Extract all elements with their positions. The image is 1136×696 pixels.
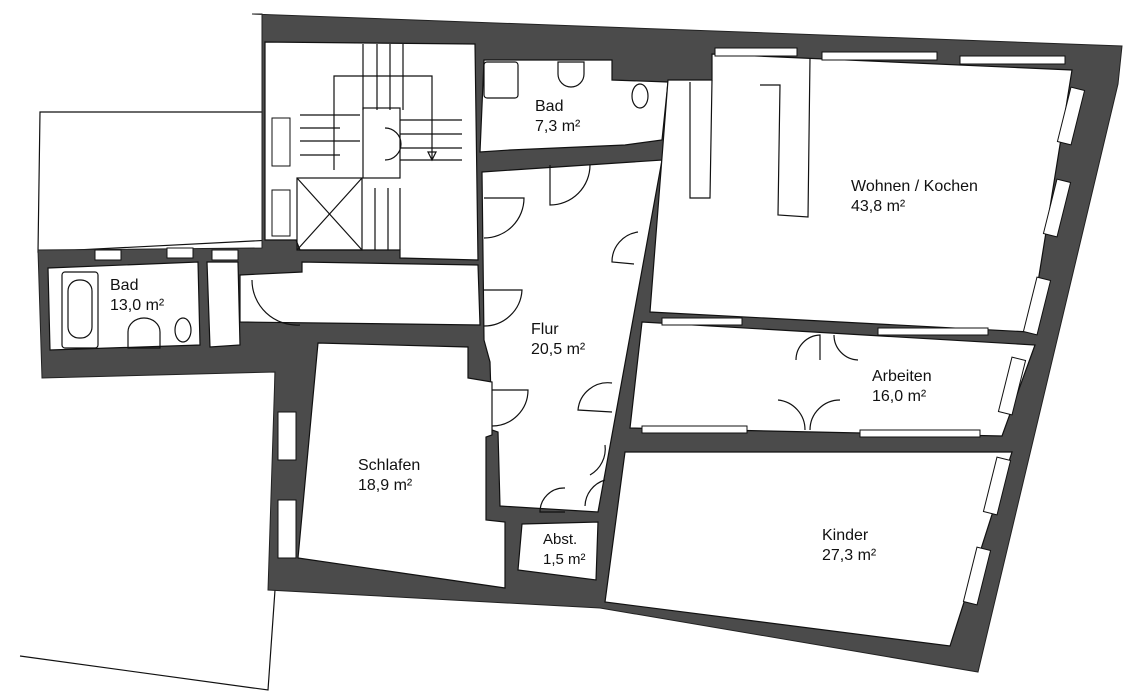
- doors: [251, 164, 859, 513]
- room-label-arbeiten: Arbeiten 16,0 m²: [872, 367, 932, 407]
- room-name: Wohnen / Kochen: [851, 178, 978, 195]
- terrace-outline: [37, 111, 273, 253]
- room-area: 20,5 m²: [531, 341, 586, 358]
- room-area: 7,3 m²: [535, 118, 581, 135]
- windows: [94, 47, 1086, 606]
- room-name: Bad: [110, 277, 139, 294]
- room-passage: [239, 261, 481, 326]
- staircase: [296, 44, 462, 251]
- kitchen-island: [760, 57, 811, 218]
- room-label-wohnen-kochen: Wohnen / Kochen 43,8 m²: [851, 177, 978, 217]
- room-schlafen: [297, 342, 506, 589]
- room-area: 16,0 m²: [872, 388, 927, 405]
- courtyard-outline: [19, 372, 276, 691]
- room-name: Flur: [531, 321, 559, 338]
- room-area: 43,8 m²: [851, 198, 906, 215]
- kitchen-counter: [689, 79, 713, 199]
- room-area: 18,9 m²: [358, 477, 413, 494]
- room-label-abst: Abst. 1,5 m²: [543, 530, 586, 570]
- room-label-schlafen: Schlafen 18,9 m²: [358, 456, 420, 496]
- room-area: 13,0 m²: [110, 297, 165, 314]
- room-label-bad-small: Bad 7,3 m²: [535, 97, 580, 137]
- room-abst: [517, 521, 599, 581]
- room-name: Abst.: [543, 531, 578, 548]
- room-arbeiten: [629, 321, 1036, 437]
- room-name: Schlafen: [358, 457, 421, 474]
- room-kinder: [604, 451, 1013, 647]
- room-area: 27,3 m²: [822, 547, 877, 564]
- room-flur: [481, 159, 663, 513]
- room-name: Bad: [535, 98, 564, 115]
- room-bad-small: [479, 59, 669, 153]
- room-storage: [206, 261, 241, 348]
- room-name: Arbeiten: [872, 368, 932, 385]
- room-area: 1,5 m²: [543, 551, 586, 568]
- room-label-kinder: Kinder 27,3 m²: [822, 526, 876, 566]
- room-bad-large: [47, 261, 201, 351]
- room-label-flur: Flur 20,5 m²: [531, 320, 585, 360]
- room-name: Kinder: [822, 527, 869, 544]
- room-label-bad-large: Bad 13,0 m²: [110, 276, 164, 316]
- bathroom-fixtures: [61, 61, 649, 349]
